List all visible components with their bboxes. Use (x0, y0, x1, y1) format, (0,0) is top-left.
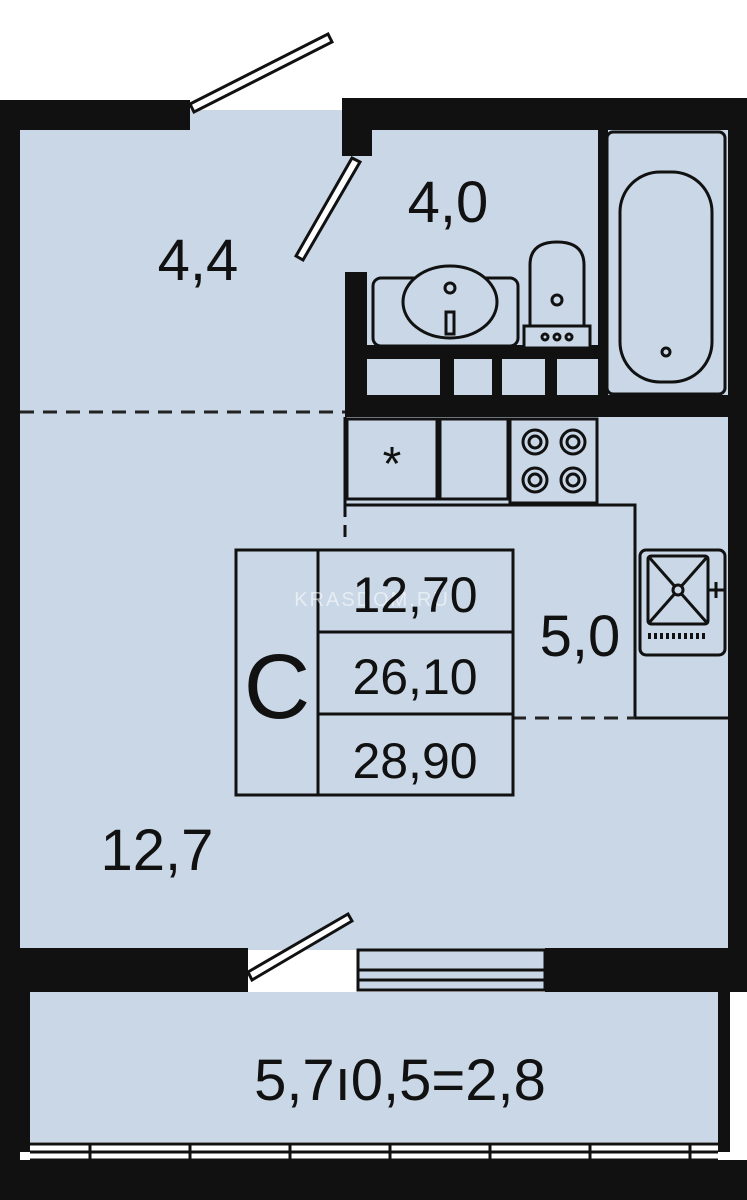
total-area-value: 26,10 (352, 649, 477, 705)
zone-boundaries (20, 410, 635, 720)
sink (371, 264, 520, 348)
stove (508, 417, 599, 505)
area-summary-table (234, 548, 515, 797)
kitchen-counter (343, 417, 728, 720)
toilet (522, 240, 592, 350)
kitchen-cabinet (438, 417, 510, 501)
hallway-area-label: 4,4 (158, 228, 239, 293)
outer-walls (0, 98, 747, 1200)
living-total-value: 12,70 (352, 567, 477, 623)
apartment-type-letter: С (244, 636, 310, 738)
living-area-label: 12,7 (101, 818, 214, 883)
bathroom-area-label: 4,0 (408, 170, 489, 235)
bathtub (605, 130, 727, 396)
watermark: KRASDOM.RU (294, 589, 450, 611)
balcony-door (246, 911, 355, 983)
balcony-floor (28, 992, 720, 1142)
entrance-door (187, 31, 335, 115)
balcony-area-label: 5,7ı0,5=2,8 (254, 1048, 546, 1113)
total-with-balcony-value: 28,90 (352, 733, 477, 789)
bathroom-door (293, 156, 363, 263)
kitchen-area-label: 5,0 (540, 604, 621, 669)
fridge-symbol: * (383, 438, 402, 491)
balcony-window (356, 948, 547, 992)
balcony-railing (30, 1142, 718, 1192)
kitchen-sink (638, 548, 727, 657)
fridge (345, 417, 439, 501)
